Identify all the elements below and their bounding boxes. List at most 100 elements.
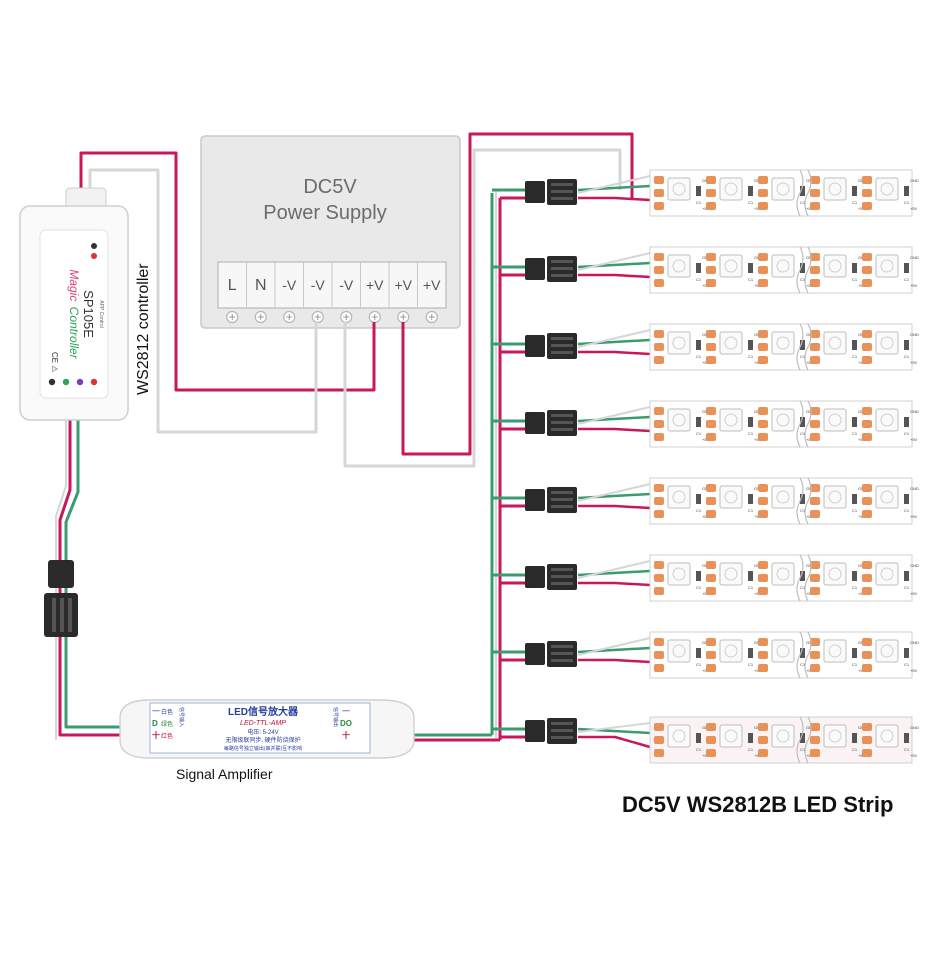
led-chip-icon [875,331,899,355]
pad-label: +5V [806,437,814,442]
terminal-label: L [228,277,237,294]
screw-icon [283,310,296,324]
cap-label: C1 [696,508,702,513]
cap-label: C1 [748,200,754,205]
controller-model: SP105E [81,290,96,338]
cap-label: C1 [800,277,806,282]
led-chip-icon [823,408,847,432]
led-strips: GND+5VC1GND+5VC1GND+5VC1GND+5VC1GND+5VC1… [649,169,919,764]
amp-input-tag: 信号输入 [178,707,185,727]
amp-right-mark-pos: 十 [342,730,350,740]
pad-label: +5V [806,360,814,365]
cap-label: C1 [852,508,858,513]
amp-voltage: 电压: 5-24V [247,728,278,736]
pad-label: +5V [910,206,918,211]
sm-connector [525,179,577,205]
terminal-label: -V [339,277,354,293]
led-chip-icon [823,724,847,748]
cap-label: C1 [748,508,754,513]
cap-label: C1 [696,747,702,752]
amp-line2: 每路信号独立输出(串并联)互不影响 [224,745,302,752]
led-chip-icon [771,254,795,278]
wire-controller-to-amp-red [58,420,120,737]
amp-output-tag: 信号输出 [332,707,339,727]
led-chip-icon [771,639,795,663]
cap-label: C1 [800,585,806,590]
cap-label: C1 [904,747,910,752]
pad-label: +5V [910,591,918,596]
led-chip-icon [823,562,847,586]
led-chip-icon [823,254,847,278]
pad-label: +5V [806,753,814,758]
cap-label: C1 [852,200,858,205]
cap-label: C1 [696,277,702,282]
pad-label: +5V [910,360,918,365]
screw-icon [368,310,381,324]
pad-label: +5V [702,206,710,211]
cap-label: C1 [800,200,806,205]
screw-icon [397,310,410,324]
cap-label: C1 [696,431,702,436]
cap-label: C1 [748,354,754,359]
led-chip-icon [771,562,795,586]
wire-strip-ground [343,148,622,468]
branch-wires [492,175,651,749]
pad-label: +5V [702,591,710,596]
amp-left-color-red: 红色 [161,732,173,740]
led-chip-icon [771,408,795,432]
cap-label: C1 [800,508,806,513]
terminal-label: N [255,277,267,294]
controller-side-label: WS2812 controller [135,263,152,395]
screw-icon [425,310,438,324]
pad-label: +5V [910,437,918,442]
cap-label: C1 [696,200,702,205]
terminal-label: -V [311,277,326,293]
pad-label: +5V [754,668,762,673]
pad-label: +5V [910,283,918,288]
indicator-dot [91,253,97,259]
strip-connectors [525,179,577,744]
led-chip-icon [667,724,691,748]
led-chip-icon [771,177,795,201]
led-chip-icon [875,562,899,586]
cap-label: C1 [852,662,858,667]
led-chip-icon [667,639,691,663]
pad-label: GND [910,486,919,491]
pad-label: +5V [702,360,710,365]
power-supply-title-line2: Power Supply [263,202,386,224]
led-chip-icon [667,408,691,432]
controller-app-label: APP Control [98,300,104,327]
pad-label: +5V [754,437,762,442]
led-chip-icon [823,485,847,509]
pad-label: +5V [806,206,814,211]
amp-left-color-white: 白色 [161,708,173,716]
pad-label: GND [910,178,919,183]
cap-label: C1 [904,662,910,667]
cap-label: C1 [852,354,858,359]
led-chip-icon [875,177,899,201]
pad-label: +5V [858,668,866,673]
cap-label: C1 [748,431,754,436]
pad-label: +5V [702,514,710,519]
pad-label: GND [910,332,919,337]
controller-output-terminals [48,378,98,386]
screw-icon [340,310,353,324]
led-chip-icon [771,724,795,748]
sm-connector [525,410,577,436]
pad-label: +5V [858,283,866,288]
pad-label: +5V [858,753,866,758]
cap-label: C1 [696,585,702,590]
cap-label: C1 [800,431,806,436]
led-chip-icon [823,331,847,355]
cap-label: C1 [852,431,858,436]
screw-icon [254,310,267,324]
amp-right-mark-neg: 一 [342,707,350,716]
pad-label: +5V [702,283,710,288]
terminal-label: -V [282,277,297,293]
sm-connector [525,718,577,744]
wires [55,132,651,749]
pad-label: +5V [910,514,918,519]
